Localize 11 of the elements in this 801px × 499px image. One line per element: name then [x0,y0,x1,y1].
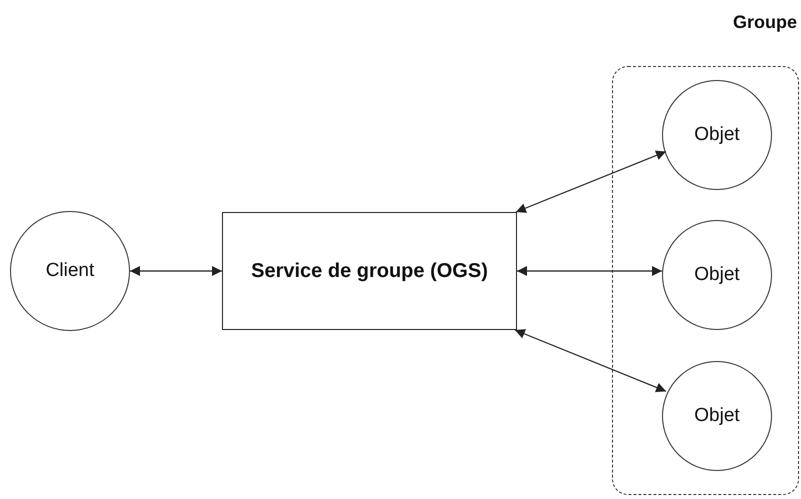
arrow [516,150,666,213]
arrow [514,329,666,392]
node-label: Objet [694,405,740,427]
node-label: Client [46,260,94,282]
arrow [517,266,662,276]
process-box [222,212,517,330]
node-label: Objet [694,264,740,286]
group-title: Groupe [732,12,798,33]
node-label: Service de groupe (OGS) [251,258,488,284]
arrow [130,266,222,276]
node-label: Objet [694,124,740,146]
